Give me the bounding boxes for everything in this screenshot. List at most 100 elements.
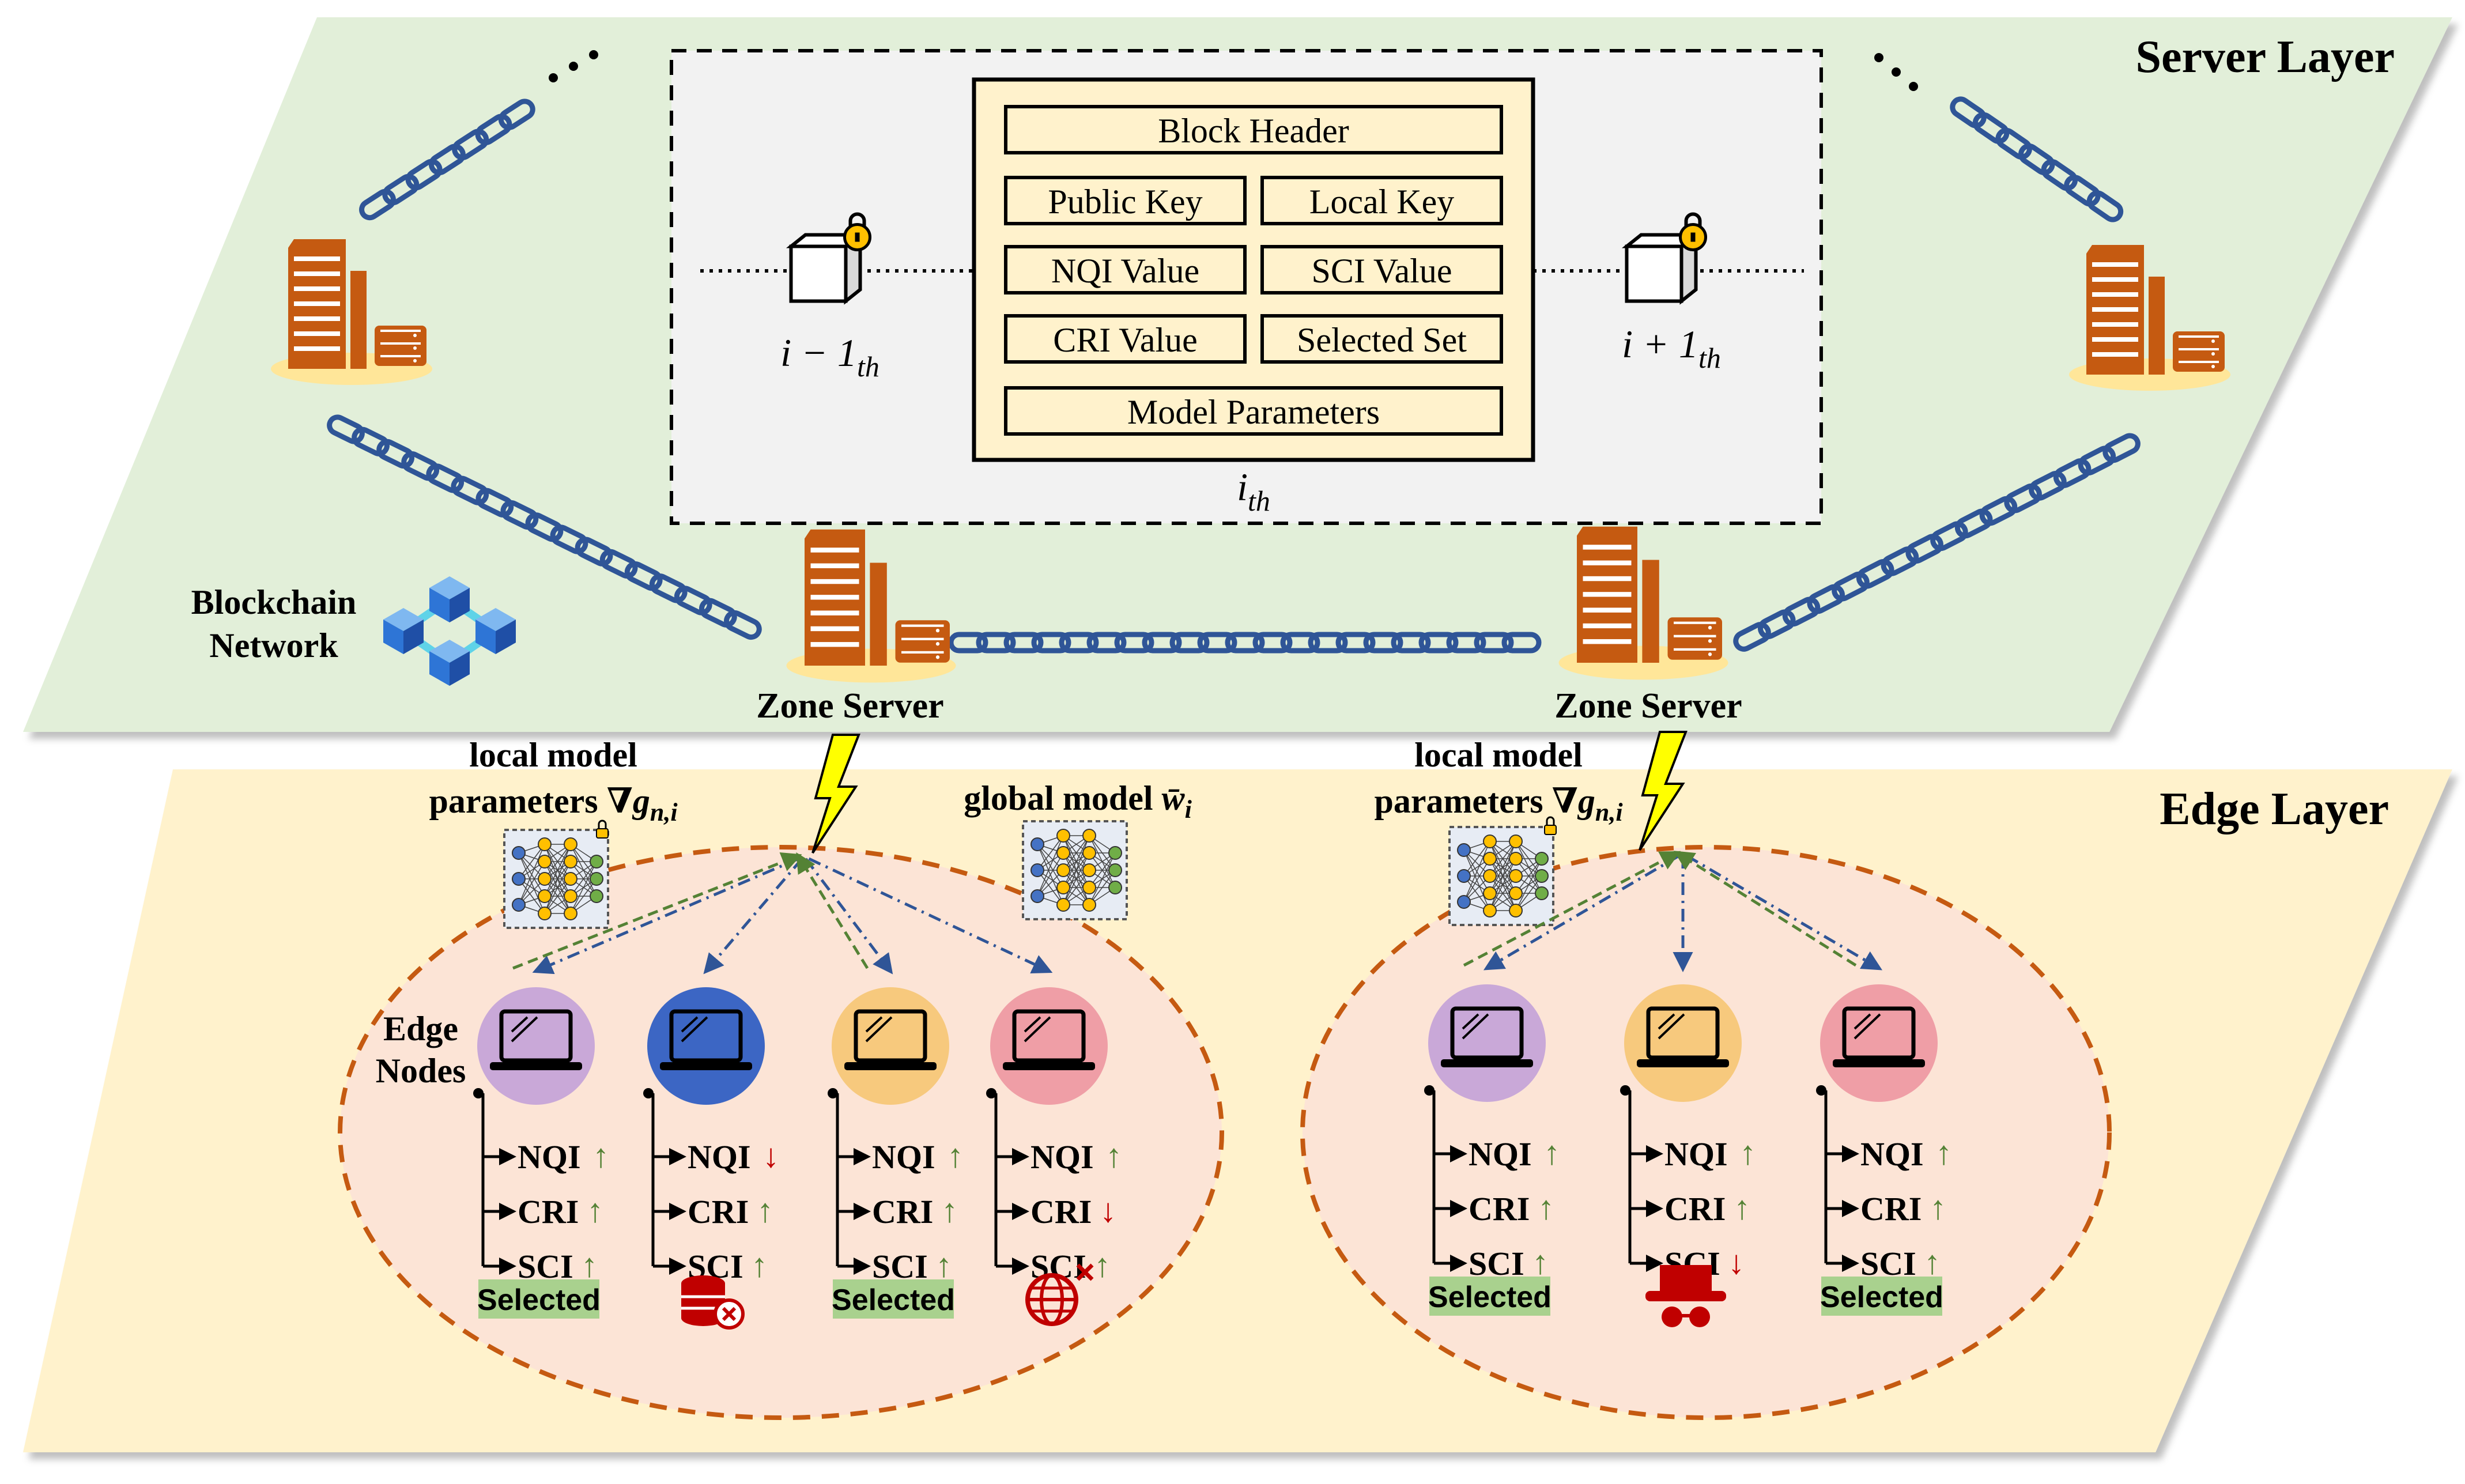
metric-up-arrow: ↑	[1543, 1134, 1560, 1172]
chain-link	[674, 586, 712, 615]
server-rack-line	[2179, 335, 2219, 338]
nn-node	[1457, 843, 1471, 857]
server-annex	[1642, 560, 1659, 663]
metric-label: NQI	[1860, 1135, 1924, 1173]
svg-text:global model w̄i: global model w̄i	[964, 779, 1192, 824]
nn-node	[1483, 904, 1497, 917]
nn-edge	[1515, 858, 1542, 911]
laptop-screen	[854, 1009, 927, 1063]
chain-link	[1308, 632, 1348, 654]
server-rack-led	[1708, 652, 1712, 656]
server-window	[810, 626, 859, 632]
server-window	[2092, 277, 2138, 282]
chain	[359, 99, 535, 221]
server-layer-title: Server Layer	[2136, 32, 2395, 82]
tiny-lock-shackle	[1546, 816, 1555, 825]
nn-edge	[1063, 835, 1090, 905]
nn-node	[564, 872, 577, 886]
net-cube-left	[429, 588, 450, 622]
chain-link	[500, 500, 539, 530]
nn-node	[1509, 904, 1523, 917]
server-annex	[870, 562, 887, 666]
chain-link	[352, 426, 390, 456]
laptop-base	[844, 1062, 937, 1070]
laptop-glare	[1854, 1013, 1881, 1040]
server-rack-line	[1674, 635, 1716, 637]
block-field-label: Selected Set	[1297, 321, 1467, 359]
neural-net-icon-local-left	[503, 829, 609, 929]
nn-node	[1030, 889, 1044, 903]
chain-link	[1501, 632, 1542, 654]
block-field-box	[1004, 314, 1247, 364]
server-roof	[288, 239, 346, 248]
neural-net-icon-local-right	[1448, 826, 1554, 926]
chain-link	[2041, 159, 2078, 191]
nn-edge	[1489, 841, 1516, 894]
metric-up-arrow: ↑	[1734, 1189, 1750, 1226]
metric-up-arrow: ↑	[935, 1247, 952, 1284]
edge-node-circle	[477, 987, 595, 1105]
edge-node-circle	[990, 987, 1108, 1105]
metric-label: CRI	[688, 1193, 749, 1230]
chain-link	[475, 488, 514, 518]
nn-node	[590, 855, 603, 869]
block-field-box	[1260, 245, 1503, 294]
nn-node	[1509, 852, 1523, 866]
zone-server-label-left: Zone Server	[756, 686, 943, 726]
nn-node	[564, 837, 577, 851]
nn-edge	[1489, 875, 1516, 911]
hacker-glass	[1662, 1306, 1682, 1327]
chain-link	[2018, 143, 2055, 176]
cube-front	[1625, 244, 1683, 303]
metric-down-arrow: ↓	[762, 1137, 779, 1175]
nn-node	[1509, 834, 1523, 848]
block-field-label: Public Key	[1048, 183, 1202, 221]
chain-link	[2064, 175, 2101, 207]
server-rack-line	[380, 342, 421, 345]
chain-link	[575, 537, 613, 567]
nn-edge	[1089, 852, 1116, 905]
nn-edge	[544, 844, 571, 914]
metric-up-arrow: ↑	[1532, 1244, 1549, 1281]
server-roof	[805, 529, 865, 539]
nn-node	[1108, 863, 1122, 877]
nn-edge	[518, 844, 545, 905]
edge-node: NQI↓CRI↑SCI↑	[643, 858, 803, 1330]
chain	[1950, 96, 2124, 222]
nn-edge	[1037, 852, 1064, 897]
next-block-cube	[1621, 212, 1707, 305]
chain-link	[550, 524, 588, 554]
server-window	[294, 346, 340, 351]
server-rack-led	[935, 628, 940, 633]
net-cube-right	[403, 620, 424, 654]
chain-link	[2053, 458, 2092, 488]
chain-link	[1807, 584, 1845, 614]
lock-keyhole	[1690, 232, 1696, 242]
net-cube-right	[496, 620, 516, 654]
nn-edge	[544, 844, 571, 879]
lock-keyhole	[855, 232, 860, 242]
server-window	[2092, 262, 2138, 267]
current-block-label: ith	[1237, 465, 1270, 517]
nn-edge	[1063, 835, 1090, 871]
local-model-label-right: local model parameters ∇gn,i	[1374, 736, 1623, 826]
metric-up-arrow: ↑	[587, 1192, 603, 1229]
metric-label: NQI	[1030, 1138, 1094, 1176]
nn-edge	[1037, 835, 1064, 871]
block-field-label: Model Parameters	[1127, 393, 1380, 431]
metric-label: NQI	[872, 1138, 935, 1176]
nn-node	[1082, 846, 1096, 860]
upload-arrow	[1463, 851, 1681, 967]
chain-link	[2078, 445, 2116, 475]
tree-root	[1816, 1085, 1826, 1096]
nn-node	[512, 898, 526, 912]
server-window	[810, 563, 859, 568]
laptop-base	[490, 1062, 582, 1070]
local-model-label-left: local model parameters ∇gn,i	[429, 736, 678, 826]
chain-link	[2029, 471, 2067, 501]
edge-nodes-label-2: Nodes	[376, 1052, 466, 1090]
tiny-lock-icon	[1544, 825, 1557, 835]
nn-edge	[1063, 870, 1090, 905]
chain-link	[359, 188, 396, 221]
blockchain-links	[327, 96, 2141, 654]
